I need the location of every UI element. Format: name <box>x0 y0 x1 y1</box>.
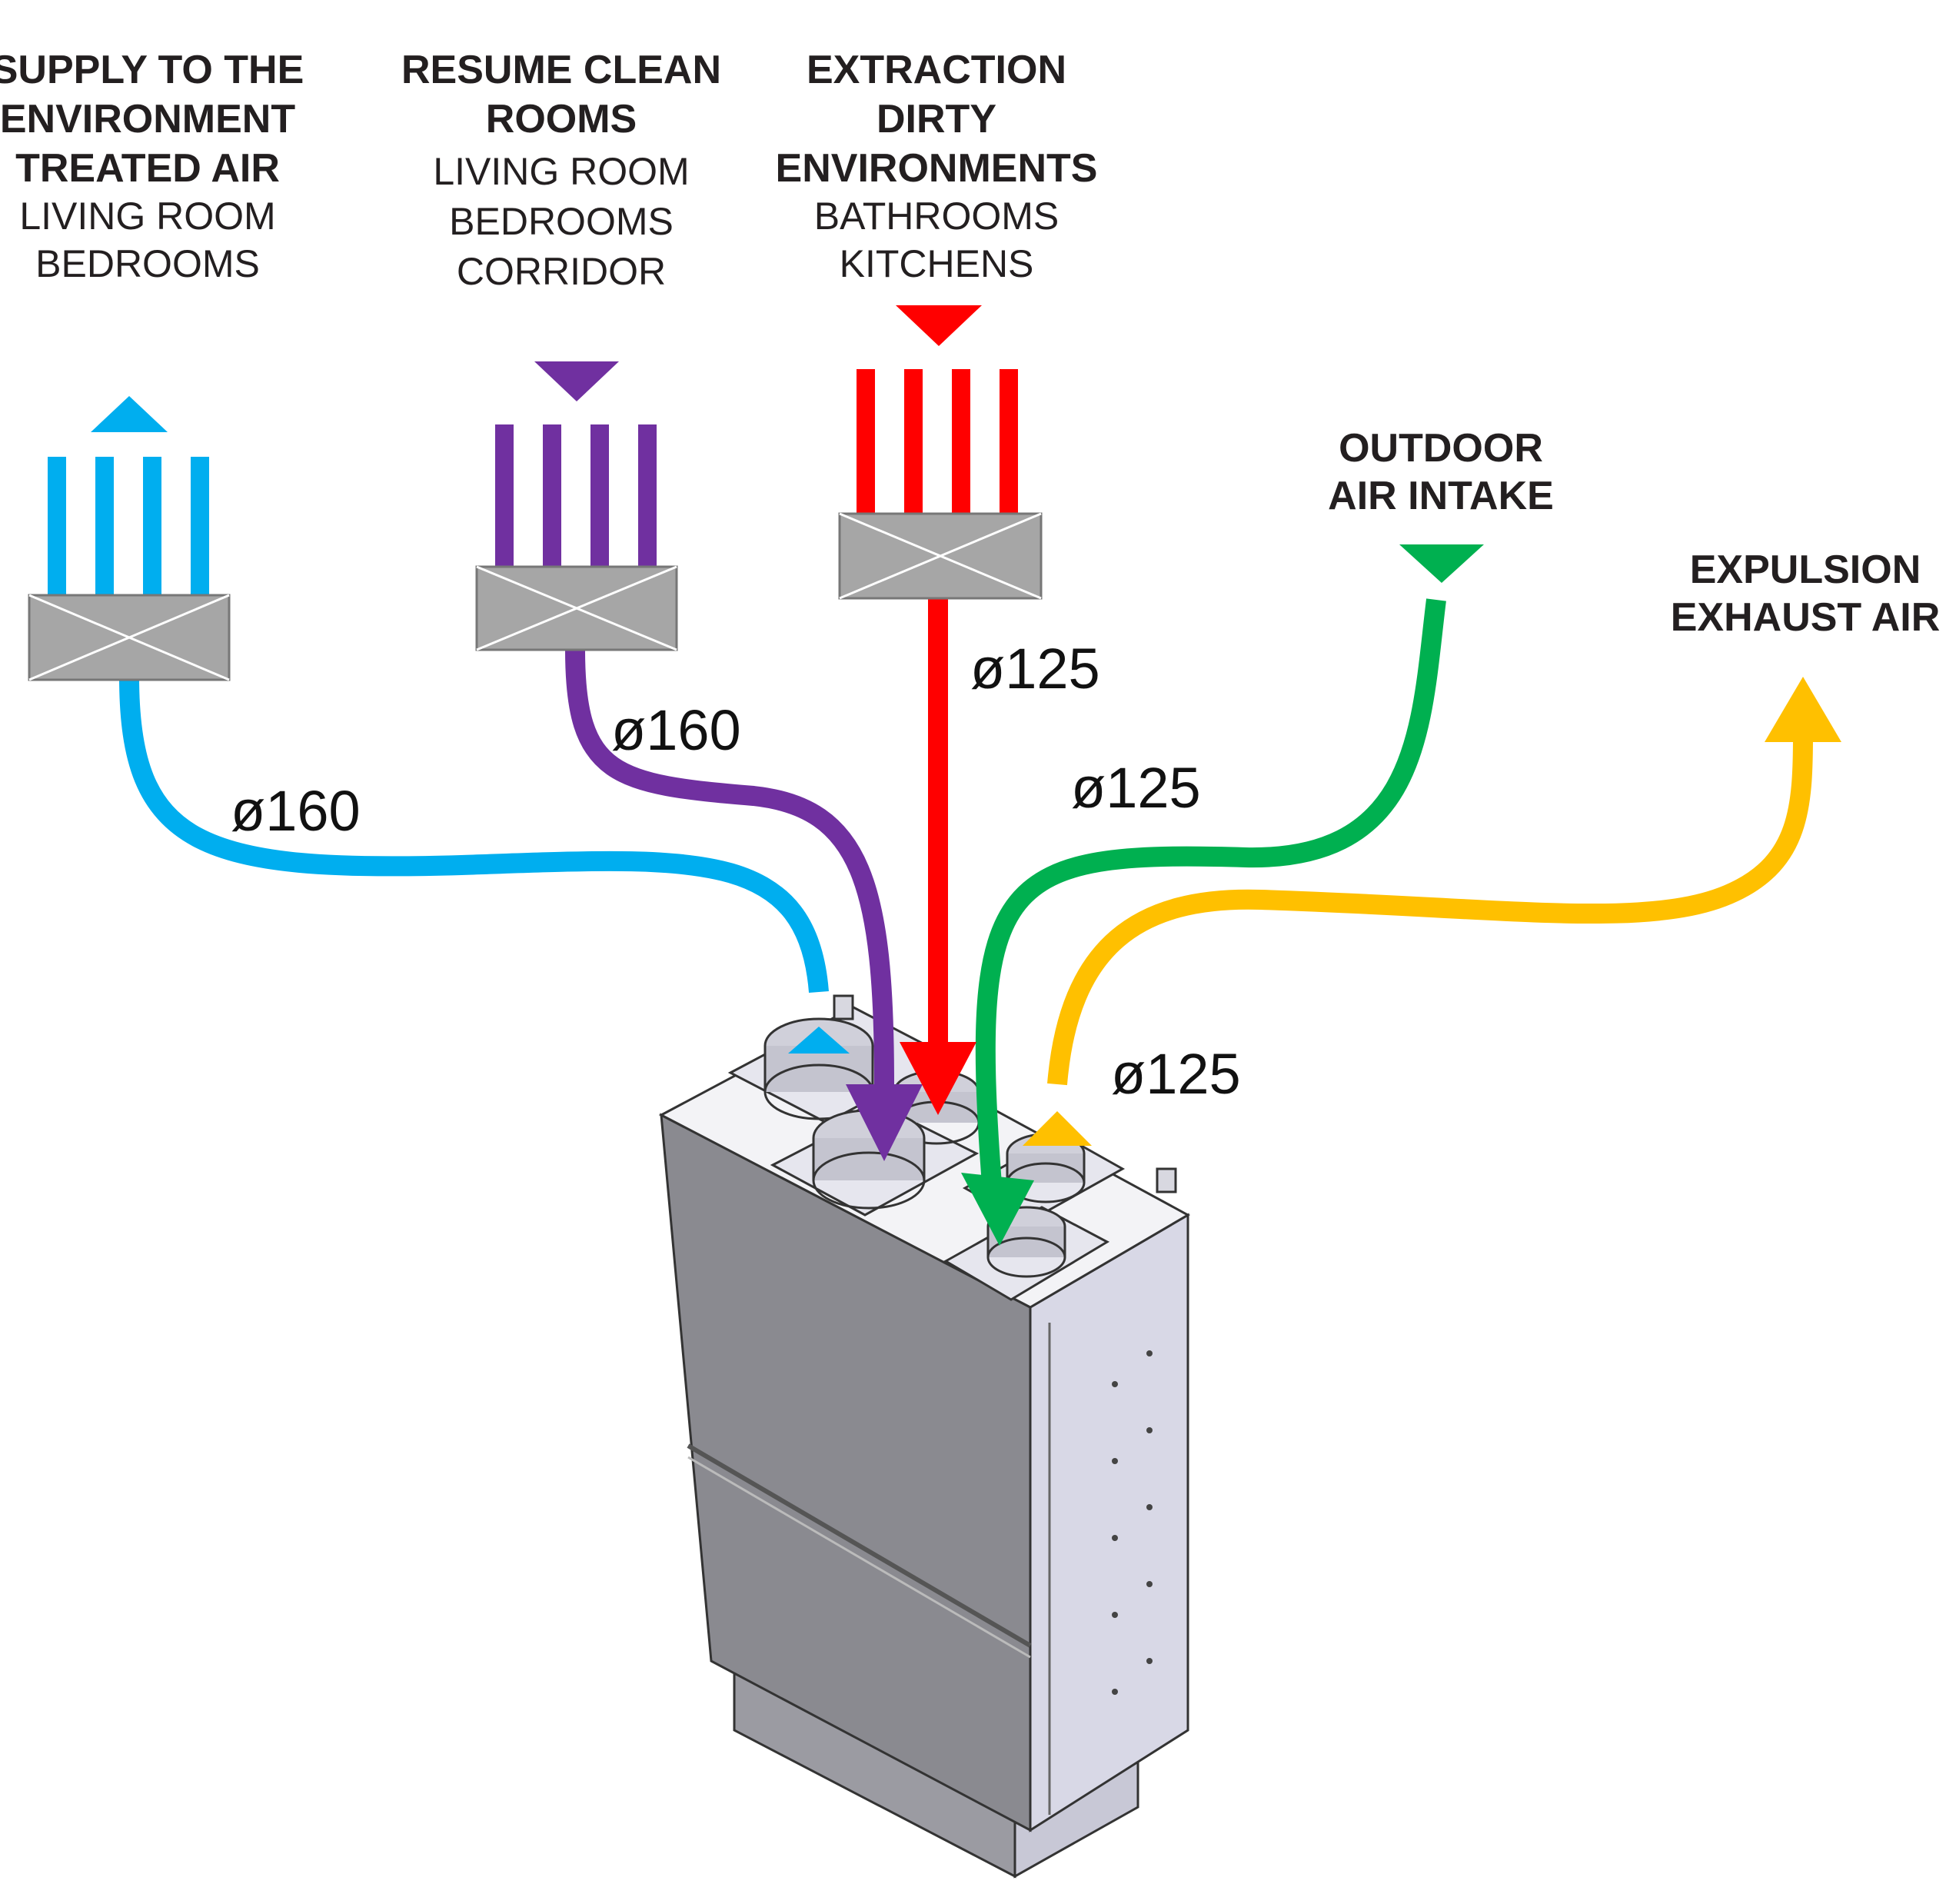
outdoor-direction-arrow <box>1399 544 1484 583</box>
supply-room-1: LIVING ROOM <box>19 195 275 238</box>
extraction-direction-arrow <box>896 305 982 346</box>
resume-arrowhead <box>846 1084 923 1161</box>
supply-room-2: BEDROOMS <box>35 242 260 285</box>
supply-direction-arrow <box>91 396 168 432</box>
supply-airflow-bars <box>48 457 209 595</box>
extraction-heading-line-1: EXTRACTION <box>807 48 1066 92</box>
exhaust-duct <box>1047 734 1813 1086</box>
supply-heading-line-3: TREATED AIR <box>15 146 280 191</box>
diameter-labels: ø160 ø160 ø125 ø125 ø125 <box>231 637 1241 1106</box>
resume-room-1: LIVING ROOM <box>433 150 689 193</box>
unit-top-fittings <box>727 1006 1126 1301</box>
extraction-airflow-bars <box>857 369 1018 514</box>
extraction-room-1: BATHROOMS <box>814 195 1060 238</box>
resume-heading-line-2: ROOMS <box>486 97 637 141</box>
unit-side-face <box>1029 1213 1189 1832</box>
outdoor-duct <box>975 598 1446 1185</box>
resume-heading-line-1: RESUME CLEAN <box>401 48 721 92</box>
vent-grille-icon <box>838 512 1043 600</box>
vent-grille-icon <box>475 565 678 651</box>
outdoor-arrowhead <box>961 1173 1034 1246</box>
extraction-heading-line-3: ENVIRONMENTS <box>776 146 1098 191</box>
exhaust-diameter-label: ø125 <box>1111 1042 1241 1106</box>
resume-grille <box>475 361 678 651</box>
exhaust-outlet-arrowhead <box>1765 677 1841 742</box>
resume-label: RESUME CLEAN ROOMS LIVING ROOM BEDROOMS … <box>401 48 721 293</box>
exhaust-heading-line-1: EXPULSION <box>1690 548 1921 592</box>
supply-diameter-label: ø160 <box>231 779 361 843</box>
resume-room-3: CORRIDOR <box>457 250 666 293</box>
extraction-room-2: KITCHENS <box>840 242 1034 285</box>
resume-room-2: BEDROOMS <box>449 200 674 243</box>
supply-label: SUPPLY TO THE ENVIRONMENT TREATED AIR LI… <box>0 48 304 285</box>
supply-heading-line-2: ENVIRONMENT <box>0 97 295 141</box>
extraction-heading-line-2: DIRTY <box>877 97 996 141</box>
ducts <box>119 596 1813 1185</box>
exhaust-arrowhead <box>1023 1111 1092 1146</box>
resume-direction-arrow <box>534 361 619 401</box>
unit-side-rivets <box>1112 1350 1153 1695</box>
outdoor-heading-line-1: OUTDOOR <box>1339 426 1543 471</box>
extraction-diameter-label: ø125 <box>970 637 1100 701</box>
extraction-arrowhead <box>900 1042 976 1115</box>
unit-rail-shadow <box>687 1456 1031 1659</box>
resume-diameter-label: ø160 <box>611 698 741 762</box>
exhaust-label: EXPULSION EXHAUST AIR <box>1671 548 1941 640</box>
duct-arrowheads <box>788 677 1841 1246</box>
vent-grille-icon <box>28 594 231 681</box>
outdoor-label: OUTDOOR AIR INTAKE <box>1328 426 1554 518</box>
heat-recovery-unit-illustration <box>658 994 1191 1879</box>
resume-airflow-bars <box>495 424 657 567</box>
exhaust-heading-line-2: EXHAUST AIR <box>1671 595 1941 640</box>
extraction-label: EXTRACTION DIRTY ENVIRONMENTS BATHROOMS … <box>776 48 1098 285</box>
resume-duct <box>565 649 894 1085</box>
outdoor-heading-line-2: AIR INTAKE <box>1328 474 1554 518</box>
unit-mounting-tabs <box>833 994 1177 1193</box>
extraction-grille <box>838 305 1043 600</box>
outdoor-diameter-label: ø125 <box>1071 756 1201 820</box>
supply-duct <box>119 676 829 994</box>
supply-arrowhead <box>788 1027 850 1054</box>
supply-heading-line-1: SUPPLY TO THE <box>0 48 304 92</box>
unit-rail <box>687 1443 1032 1648</box>
supply-grille <box>28 396 231 681</box>
